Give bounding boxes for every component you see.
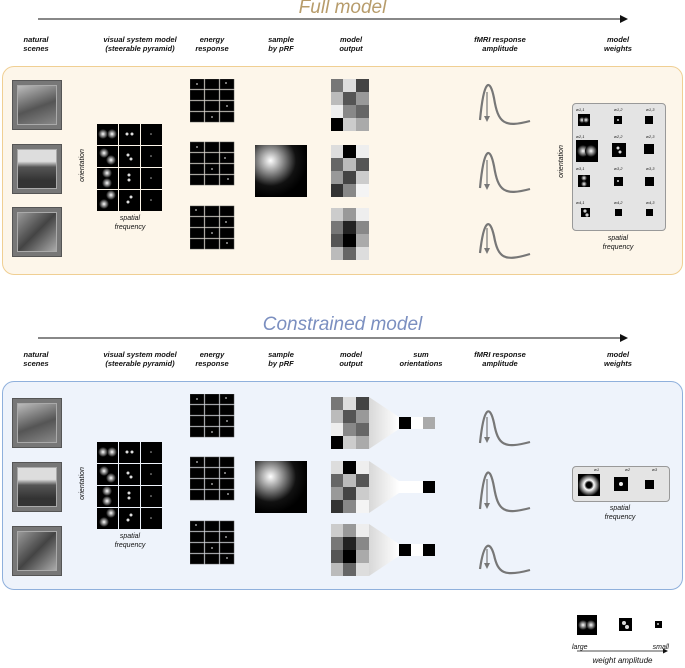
weight-label: w1,1	[576, 107, 585, 112]
model-output-grid	[331, 524, 369, 576]
orientation-label: orientation	[557, 145, 565, 178]
weight-label: w1	[594, 467, 600, 472]
fmri-response-curves	[478, 84, 531, 259]
header-model-output: model output	[339, 35, 363, 53]
header-model-output: model output	[339, 350, 363, 368]
natural-scene-image	[12, 144, 62, 194]
header-model-weights: model weights	[604, 35, 632, 53]
prf-gaussian	[255, 145, 307, 197]
orientation-label: orientation	[78, 467, 86, 500]
weight-label: w2,1	[576, 134, 585, 139]
natural-scene-image	[12, 398, 62, 448]
header-energy-response: energy response	[195, 350, 229, 368]
weight-label: w3,1	[576, 166, 585, 171]
header-natural-scenes: natural scenes	[23, 35, 49, 53]
model-output-grid	[331, 461, 369, 513]
weight-label: w2	[625, 467, 631, 472]
natural-scene-image	[12, 462, 62, 512]
weight-label: w1,3	[646, 107, 655, 112]
header-sample-prf: sample by pRF	[268, 35, 294, 53]
header-fmri-amplitude: fMRI response amplitude	[474, 35, 526, 53]
header-fmri-amplitude: fMRI response amplitude	[474, 350, 526, 368]
header-model-weights: model weights	[604, 350, 632, 368]
constrained-model-title: Constrained model	[262, 314, 423, 335]
sum-orientations-bars	[369, 397, 435, 576]
legend-large-label: large	[572, 644, 588, 651]
full-weights-filters	[576, 114, 654, 217]
natural-scene-image	[12, 526, 62, 576]
header-sum-orientations: sum orientations	[399, 350, 443, 368]
header-visual-system: visual system model (steerable pyramid)	[103, 350, 177, 368]
spatial-frequency-label: spatial frequency	[114, 215, 146, 231]
weight-label: w4,1	[576, 200, 585, 205]
legend-small-label: small	[652, 644, 669, 651]
natural-scene-image	[12, 207, 62, 257]
weight-label: w3	[652, 467, 658, 472]
weight-label: w3,3	[646, 166, 655, 171]
weight-label: w4,3	[646, 200, 655, 205]
header-natural-scenes: natural scenes	[23, 350, 49, 368]
constrained-weights-filters	[578, 474, 654, 496]
model-output-grid	[331, 397, 369, 449]
energy-response-maps	[190, 394, 235, 565]
header-energy-response: energy response	[195, 35, 229, 53]
spatial-frequency-label: spatial frequency	[602, 235, 634, 251]
steerable-pyramid-filters	[97, 442, 162, 529]
legend-caption: weight amplitude	[592, 656, 653, 665]
full-model-title: Full model	[298, 0, 387, 18]
natural-scene-image	[12, 80, 62, 130]
fmri-response-curves	[478, 410, 531, 575]
model-output-grid	[331, 79, 369, 131]
model-output-grid	[331, 208, 369, 260]
steerable-pyramid-filters	[97, 124, 162, 211]
spatial-frequency-label: spatial frequency	[114, 533, 146, 549]
weight-label: w2,2	[614, 134, 623, 139]
orientation-label: orientation	[78, 149, 86, 182]
spatial-frequency-label: spatial frequency	[604, 505, 636, 521]
energy-response-maps	[190, 79, 235, 250]
weight-amplitude-legend	[577, 615, 668, 654]
header-visual-system: visual system model (steerable pyramid)	[103, 35, 177, 53]
weight-label: w1,2	[614, 107, 623, 112]
prf-gaussian	[255, 461, 307, 513]
model-output-grid	[331, 145, 369, 197]
header-sample-prf: sample by pRF	[268, 350, 294, 368]
weight-label: w2,3	[646, 134, 655, 139]
weight-label: w3,2	[614, 166, 623, 171]
weight-label: w4,2	[614, 200, 623, 205]
